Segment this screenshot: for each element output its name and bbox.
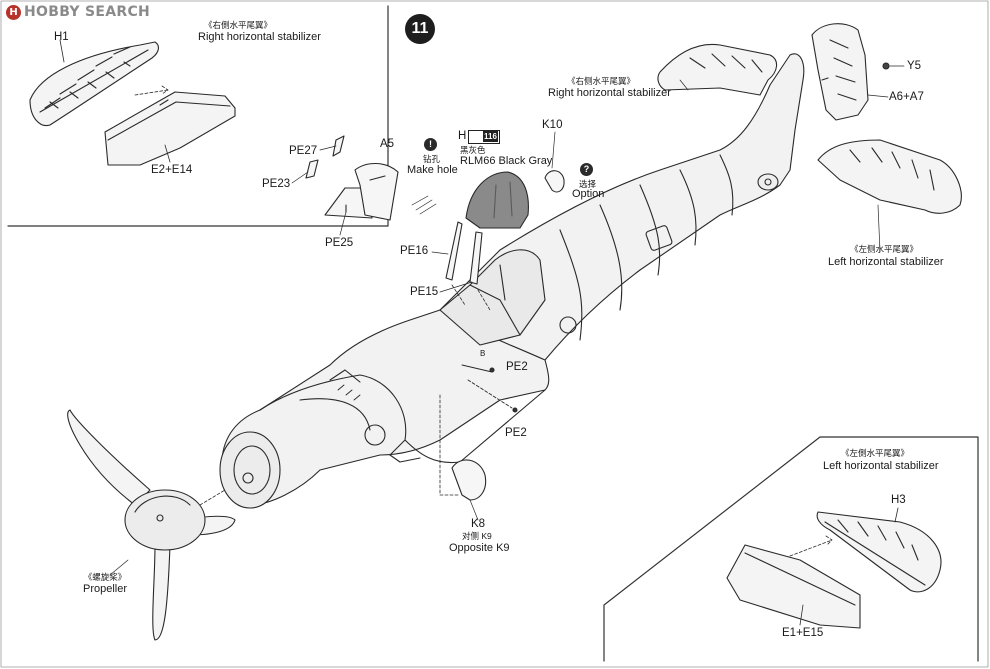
leader-pe16 bbox=[431, 251, 449, 255]
alignment-arrow-br bbox=[789, 535, 833, 557]
inset-tl-title-en: Right horizontal stabilizer bbox=[198, 31, 321, 43]
part-pe15-drawing bbox=[469, 231, 483, 285]
part-a5-drawing bbox=[354, 162, 399, 221]
label-e1e15: E1+E15 bbox=[782, 627, 824, 639]
watermark-logo-icon: H bbox=[6, 4, 21, 20]
watermark-text: HOBBY SEARCH bbox=[24, 4, 151, 20]
tail-right-stabilizer bbox=[657, 43, 778, 96]
fuselage-drawing bbox=[219, 53, 805, 509]
label-a5: A5 bbox=[380, 138, 395, 150]
label-pe15: PE15 bbox=[410, 286, 439, 298]
elevator-e1e15-drawing bbox=[726, 544, 861, 629]
callout-propeller-en: Propeller bbox=[82, 583, 128, 595]
inset-panel-top-left bbox=[7, 5, 389, 227]
leader-left-stab bbox=[877, 204, 881, 253]
label-h1: H1 bbox=[54, 31, 69, 43]
rail-guide-lines bbox=[451, 284, 491, 311]
leader-a6a7 bbox=[867, 94, 889, 98]
canopy-part-h-drawing bbox=[465, 171, 529, 229]
label-pe23: PE23 bbox=[262, 178, 291, 190]
inset-br-title-en: Left horizontal stabilizer bbox=[823, 460, 939, 472]
leader-pe27 bbox=[319, 145, 337, 151]
pe2-pin-a bbox=[461, 364, 493, 373]
part-pe16-drawing bbox=[445, 221, 463, 281]
inset-panel-bottom-right bbox=[603, 436, 979, 662]
k8-guide-line bbox=[439, 394, 461, 496]
leader-e1e15 bbox=[799, 604, 804, 626]
pe2-point-a bbox=[489, 367, 495, 373]
leader-h3 bbox=[894, 507, 899, 523]
label-e2e14: E2+E14 bbox=[151, 164, 193, 176]
inset-br-title-cn: 《左側水平尾翼》 bbox=[841, 448, 910, 458]
leader-right-stab bbox=[679, 79, 689, 91]
propeller-drawing bbox=[67, 409, 236, 641]
leader-k8 bbox=[469, 499, 479, 521]
callout-left-stab-cn: 《左侧水平尾翼》 bbox=[850, 244, 919, 254]
label-pe25: PE25 bbox=[325, 237, 354, 249]
callout-propeller-cn: 《螺旋桨》 bbox=[83, 572, 127, 582]
callout-opposite-cn: 对侧 K9 bbox=[462, 531, 492, 541]
callout-option-cn: 选择 bbox=[579, 179, 597, 189]
make-hole-icon: ! bbox=[424, 138, 437, 151]
label-pe2-upper: PE2 bbox=[506, 361, 528, 373]
hatch-area bbox=[411, 195, 437, 215]
part-k8-drawing bbox=[451, 459, 487, 501]
callout-right-stab-en: Right horizontal stabilizer bbox=[548, 87, 671, 99]
inset-tl-title-cn: 《右側水平尾翼》 bbox=[204, 20, 273, 30]
stabilizer-h1-drawing bbox=[29, 41, 159, 127]
label-y5: Y5 bbox=[907, 60, 922, 72]
callout-make-hole-en: Make hole bbox=[407, 164, 458, 176]
label-b-marker: B bbox=[480, 349, 486, 358]
prop-alignment-line bbox=[199, 489, 226, 506]
hobby-search-watermark: H HOBBY SEARCH bbox=[6, 4, 150, 20]
leader-pe15 bbox=[439, 281, 473, 293]
tail-left-stabilizer bbox=[817, 139, 962, 214]
label-pe2-lower: PE2 bbox=[505, 427, 527, 439]
label-canopy-h: H bbox=[458, 130, 467, 142]
leader-k10 bbox=[551, 131, 556, 169]
leader-pe23 bbox=[291, 171, 309, 184]
label-pe27: PE27 bbox=[289, 145, 318, 157]
callout-make-hole-cn: 钻孔 bbox=[423, 154, 441, 164]
callout-left-stab-en: Left horizontal stabilizer bbox=[828, 256, 944, 268]
part-k10-drawing bbox=[544, 170, 565, 193]
label-pe16: PE16 bbox=[400, 245, 429, 257]
paint-color-en: RLM66 Black Gray bbox=[460, 155, 553, 167]
callout-option-en: Option bbox=[572, 188, 605, 200]
label-k10: K10 bbox=[542, 119, 563, 131]
rudder-a6a7-drawing bbox=[811, 23, 869, 121]
label-k8: K8 bbox=[471, 518, 486, 530]
leader-propeller bbox=[109, 559, 129, 576]
stabilizer-h3-drawing bbox=[816, 511, 942, 593]
part-pe27-drawing bbox=[332, 135, 345, 157]
option-icon: ? bbox=[580, 163, 593, 176]
elevator-e2e14-drawing bbox=[104, 91, 236, 166]
tail-wheel-drawing bbox=[757, 173, 779, 191]
label-a6a7: A6+A7 bbox=[889, 91, 924, 103]
leader-e2e14 bbox=[164, 144, 171, 163]
leader-pe25 bbox=[339, 211, 347, 236]
leader-h1 bbox=[59, 39, 65, 63]
step-number-badge: 11 bbox=[405, 14, 435, 44]
callout-right-stab-cn: 《右侧水平尾翼》 bbox=[567, 76, 636, 86]
pe2-point-b bbox=[512, 407, 518, 413]
pe2-pin-b bbox=[467, 379, 513, 409]
part-pe23-drawing bbox=[305, 159, 319, 179]
paint-color-number: 116 bbox=[483, 131, 498, 142]
alignment-arrow-tl bbox=[134, 85, 169, 96]
y5-point bbox=[882, 62, 890, 70]
label-h3: H3 bbox=[891, 494, 906, 506]
callout-opposite-en: Opposite K9 bbox=[449, 542, 510, 554]
paint-color-cn: 黑灰色 bbox=[460, 145, 486, 155]
